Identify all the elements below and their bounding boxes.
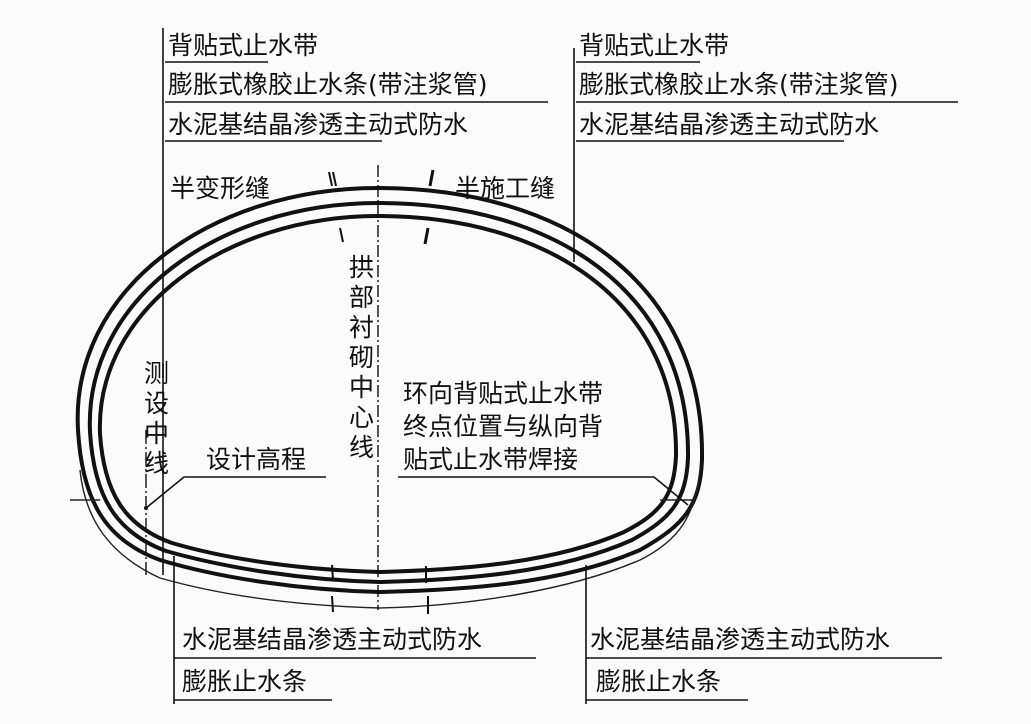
design-elevation-leader [145,476,326,509]
top-right-label-1: 背贴式止水带 [579,31,729,60]
lining-ring-outer [75,185,705,595]
top-left-label-3: 水泥基结晶渗透主动式防水 [168,110,468,139]
bottom-left-label-2: 膨胀止水条 [182,667,307,696]
label-char: 拱 [349,253,374,282]
label-char: 部 [349,283,374,312]
arch-centerline-label: 拱 部 衬 砌 中 心 线 [349,253,374,462]
half-construction-joint-label: 半施工缝 [455,174,555,203]
construction-joint-mark [423,227,430,245]
survey-centerline-label: 测 设 中 线 [144,359,169,478]
invert-outer-line [79,469,701,609]
deformation-joint-mark [331,564,334,581]
half-deformation-joint-label: 半变形缝 [170,174,270,203]
construction-joint-mark [428,169,435,187]
top-right-label-3: 水泥基结晶渗透主动式防水 [579,110,879,139]
weld-note-line-1: 环向背贴式止水带 [403,379,603,408]
bottom-left-label-1: 水泥基结晶渗透主动式防水 [182,625,482,654]
label-char: 测 [144,359,169,388]
joint-marks [328,169,435,614]
weld-note-line-3: 贴式止水带焊接 [403,445,578,474]
top-left-label-1: 背贴式止水带 [168,31,318,60]
weld-note-line-2: 终点位置与纵向背 [403,412,603,441]
deformation-joint-mark [339,227,344,243]
lining-ring-middle [87,200,691,585]
label-char: 中 [349,373,374,402]
weld-note-leader [398,476,689,506]
top-right-label-2: 膨胀式橡胶止水条(带注浆管) [579,70,899,99]
deformation-joint-mark [331,595,334,613]
label-char: 心 [349,403,374,432]
lining-ring-inner [97,213,679,575]
design-elevation-label: 设计高程 [206,445,306,474]
tunnel-lining [70,185,705,609]
top-left-label-2: 膨胀式橡胶止水条(带注浆管) [168,70,488,99]
bottom-right-label-1: 水泥基结晶渗透主动式防水 [590,625,890,654]
label-char: 砌 [349,343,374,372]
label-char: 线 [349,433,374,462]
deformation-joint-mark [328,171,333,187]
label-char: 线 [144,449,169,478]
label-char: 中 [144,419,169,448]
label-char: 设 [144,389,169,418]
design-elevation-point [144,506,148,510]
bottom-right-label-2: 膨胀止水条 [596,667,721,696]
label-char: 衬 [349,313,374,342]
deformation-joint-mark [332,171,337,187]
